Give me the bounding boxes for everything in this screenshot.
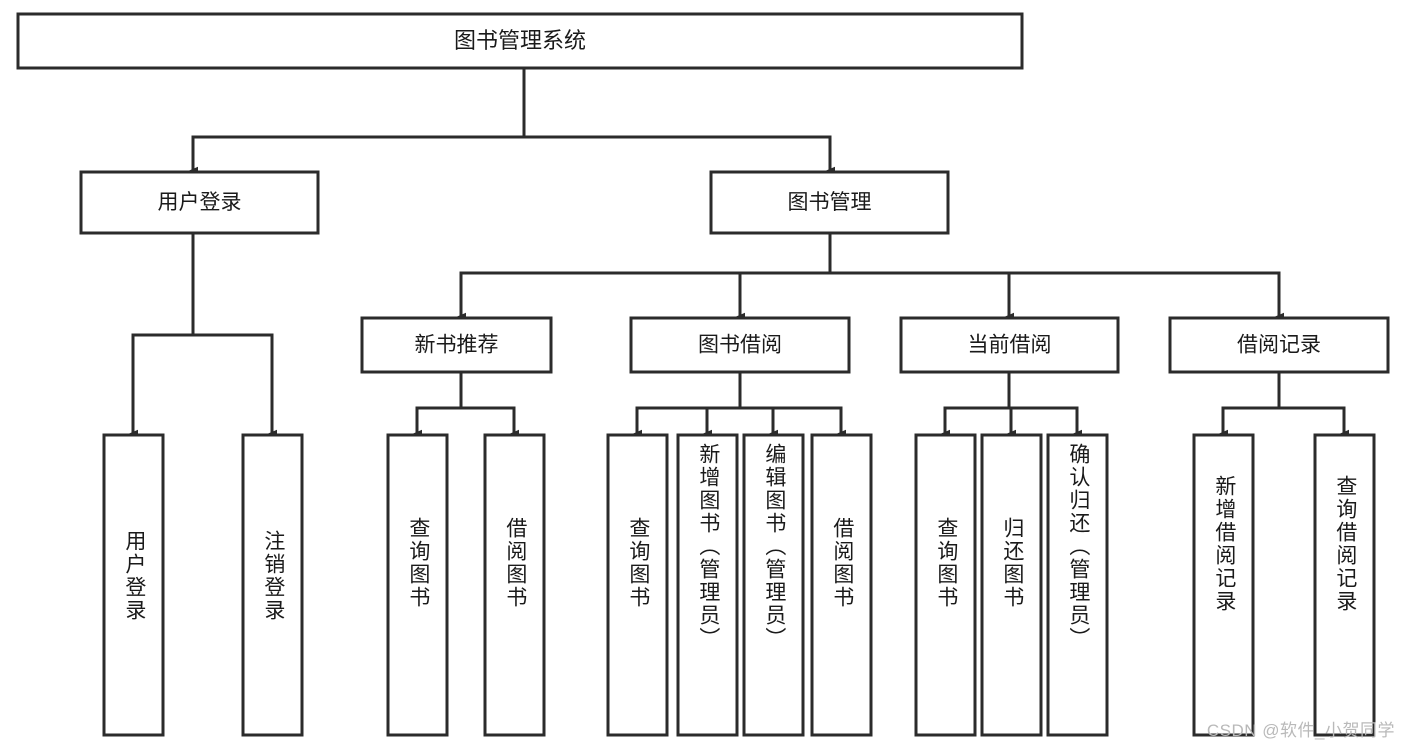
node-root-label: 图书管理系统 — [454, 28, 586, 53]
node-leaf-0[interactable] — [102, 433, 165, 737]
node-leaf-1-rect[interactable] — [241, 433, 304, 737]
node-leaf-11[interactable] — [1192, 433, 1255, 737]
node-leaf-6-rect[interactable] — [742, 433, 805, 737]
node-leaf-12[interactable] — [1313, 433, 1376, 737]
node-leaf-5[interactable] — [676, 433, 739, 737]
node-leaf-10-rect[interactable] — [1046, 433, 1109, 737]
node-leaf-4[interactable] — [606, 433, 669, 737]
node-level3-1-label: 图书借阅 — [698, 334, 782, 357]
node-leaf-4-rect[interactable] — [606, 433, 669, 737]
node-level3-3-label: 借阅记录 — [1237, 334, 1321, 357]
node-leaf-0-rect[interactable] — [102, 433, 165, 737]
node-level2-1-rect[interactable] — [709, 170, 950, 235]
edge-group-3-to-leaves — [1218, 370, 1349, 439]
node-leaf-1[interactable] — [241, 433, 304, 737]
node-leaf-6[interactable] — [742, 433, 805, 737]
edge-group-2-to-leaves — [940, 370, 1082, 439]
node-level3-3-rect[interactable] — [1168, 316, 1390, 374]
edge-root-to-level2 — [188, 66, 835, 176]
node-level2-0[interactable]: 用户登录 — [79, 170, 320, 235]
node-leaf-9-rect[interactable] — [980, 433, 1043, 737]
node-leaf-5-rect[interactable] — [676, 433, 739, 737]
node-leaf-11-rect[interactable] — [1192, 433, 1255, 737]
node-level2-1-label: 图书管理 — [788, 191, 872, 214]
edge-group-1-to-leaves — [632, 370, 846, 439]
node-leaf-7-rect[interactable] — [810, 433, 873, 737]
node-level3-0-label: 新书推荐 — [415, 334, 499, 357]
node-leaf-7[interactable] — [810, 433, 873, 737]
node-leaf-10[interactable] — [1046, 433, 1109, 737]
node-leaf-2-rect[interactable] — [386, 433, 449, 737]
edges-layer — [128, 66, 1349, 439]
node-level3-2-label: 当前借阅 — [968, 334, 1052, 357]
node-level3-3[interactable]: 借阅记录 — [1168, 316, 1390, 374]
node-level3-0-rect[interactable] — [360, 316, 553, 374]
node-level3-0[interactable]: 新书推荐 — [360, 316, 553, 374]
node-level2-0-label: 用户登录 — [158, 191, 242, 214]
node-level2-0-rect[interactable] — [79, 170, 320, 235]
node-level3-2[interactable]: 当前借阅 — [899, 316, 1120, 374]
node-leaf-9[interactable] — [980, 433, 1043, 737]
edge-userlogin-to-leaves — [128, 231, 277, 439]
watermark-text: CSDN @软件_小贺同学 — [1206, 721, 1395, 740]
edge-group-0-to-leaves — [412, 370, 519, 439]
node-level3-1-rect[interactable] — [629, 316, 851, 374]
node-level3-2-rect[interactable] — [899, 316, 1120, 374]
node-root[interactable]: 图书管理系统 — [16, 12, 1024, 70]
node-leaf-12-rect[interactable] — [1313, 433, 1376, 737]
node-leaf-2[interactable] — [386, 433, 449, 737]
node-leaf-3[interactable] — [483, 433, 546, 737]
node-leaf-8[interactable] — [914, 433, 977, 737]
node-leaf-8-rect[interactable] — [914, 433, 977, 737]
node-root-rect[interactable] — [16, 12, 1024, 70]
node-leaf-3-rect[interactable] — [483, 433, 546, 737]
edge-bookmgmt-to-level3 — [456, 231, 1284, 322]
node-level2-1[interactable]: 图书管理 — [709, 170, 950, 235]
node-level3-1[interactable]: 图书借阅 — [629, 316, 851, 374]
